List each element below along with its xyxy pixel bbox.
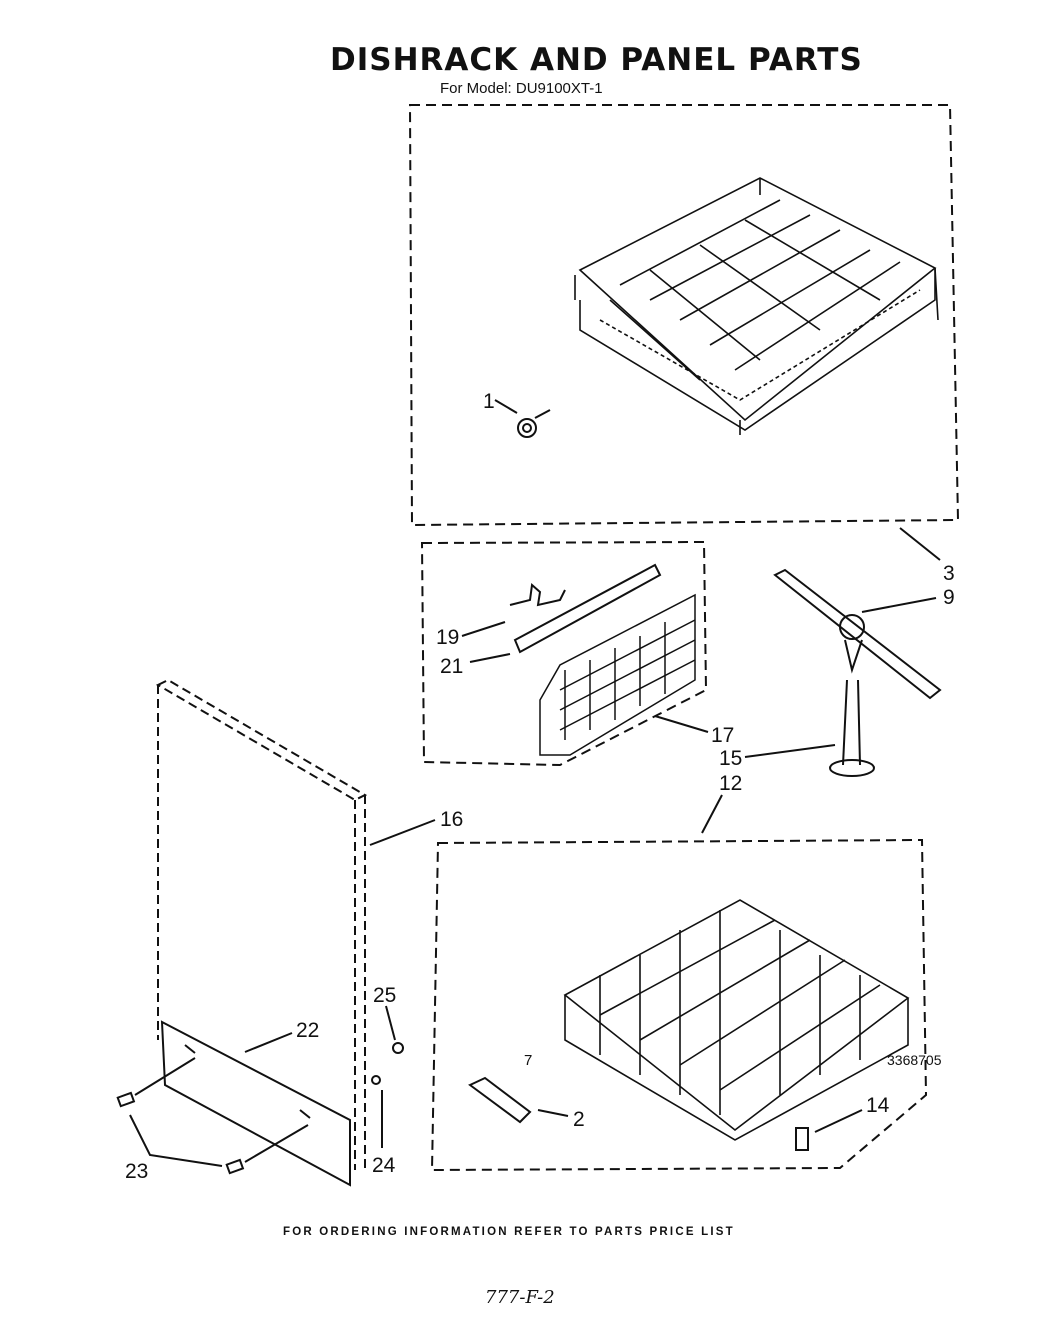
spray-arm-part xyxy=(773,568,942,700)
lower-dishrack xyxy=(563,899,910,1141)
callout-label: 14 xyxy=(866,1094,890,1117)
document-number: 3368705 xyxy=(887,1052,942,1068)
panel-slot-mark xyxy=(184,1044,311,1119)
leader-line xyxy=(537,1109,569,1117)
trim-strip-part xyxy=(513,563,662,654)
callout-label: 9 xyxy=(943,586,955,609)
callout-label: 23 xyxy=(125,1160,148,1183)
callout-label: 15 xyxy=(719,747,742,770)
rack-roller-part xyxy=(517,409,551,438)
cap-part xyxy=(795,1127,809,1151)
callout-label: 24 xyxy=(372,1154,396,1177)
lower-rack-boundary xyxy=(430,838,928,1172)
door-panel-part xyxy=(155,678,368,1170)
middle-parts-boundary xyxy=(420,540,708,767)
callout-label: 25 xyxy=(373,984,396,1007)
callout-label: 12 xyxy=(719,772,742,795)
leader-line xyxy=(461,621,506,637)
rack-stop-part xyxy=(468,1076,532,1124)
leader-line xyxy=(129,1114,223,1167)
page-title: DISHRACK AND PANEL PARTS xyxy=(330,42,863,78)
callout-label: 21 xyxy=(440,655,463,678)
leader-line xyxy=(744,744,836,758)
upper-dishrack xyxy=(574,177,939,435)
ordering-note: FOR ORDERING INFORMATION REFER TO PARTS … xyxy=(283,1226,735,1238)
leader-line xyxy=(814,1109,863,1133)
model-label: For Model: DU9100XT-1 xyxy=(440,80,603,97)
leader-line xyxy=(469,653,511,663)
leader-line xyxy=(494,399,518,414)
callout-label: 19 xyxy=(436,626,459,649)
callout-label: 17 xyxy=(711,724,734,747)
rack-clip-part xyxy=(509,583,566,607)
leader-line xyxy=(861,597,937,613)
spray-tube-part xyxy=(829,679,875,777)
handwritten-note: 777-F-2 xyxy=(485,1287,555,1308)
leader-line xyxy=(369,819,436,846)
leader-line xyxy=(654,715,709,733)
callout-label: 3 xyxy=(943,562,955,585)
upper-rack-boundary xyxy=(408,104,960,527)
callout-label: 22 xyxy=(296,1019,319,1042)
leader-line xyxy=(385,1005,396,1041)
leader-line xyxy=(244,1032,293,1053)
callout-label: 16 xyxy=(440,808,463,831)
nut-and-washer-parts xyxy=(371,1042,404,1085)
screw-part xyxy=(116,1091,245,1175)
callout-label: 1 xyxy=(483,390,495,413)
filter-screen-part xyxy=(539,593,696,756)
callout-label: 2 xyxy=(573,1108,585,1131)
leader-line xyxy=(134,1057,309,1163)
leader-line xyxy=(899,527,941,561)
access-panel-part xyxy=(160,1020,351,1187)
leader-line xyxy=(701,794,723,834)
page-number: 7 xyxy=(524,1052,533,1069)
